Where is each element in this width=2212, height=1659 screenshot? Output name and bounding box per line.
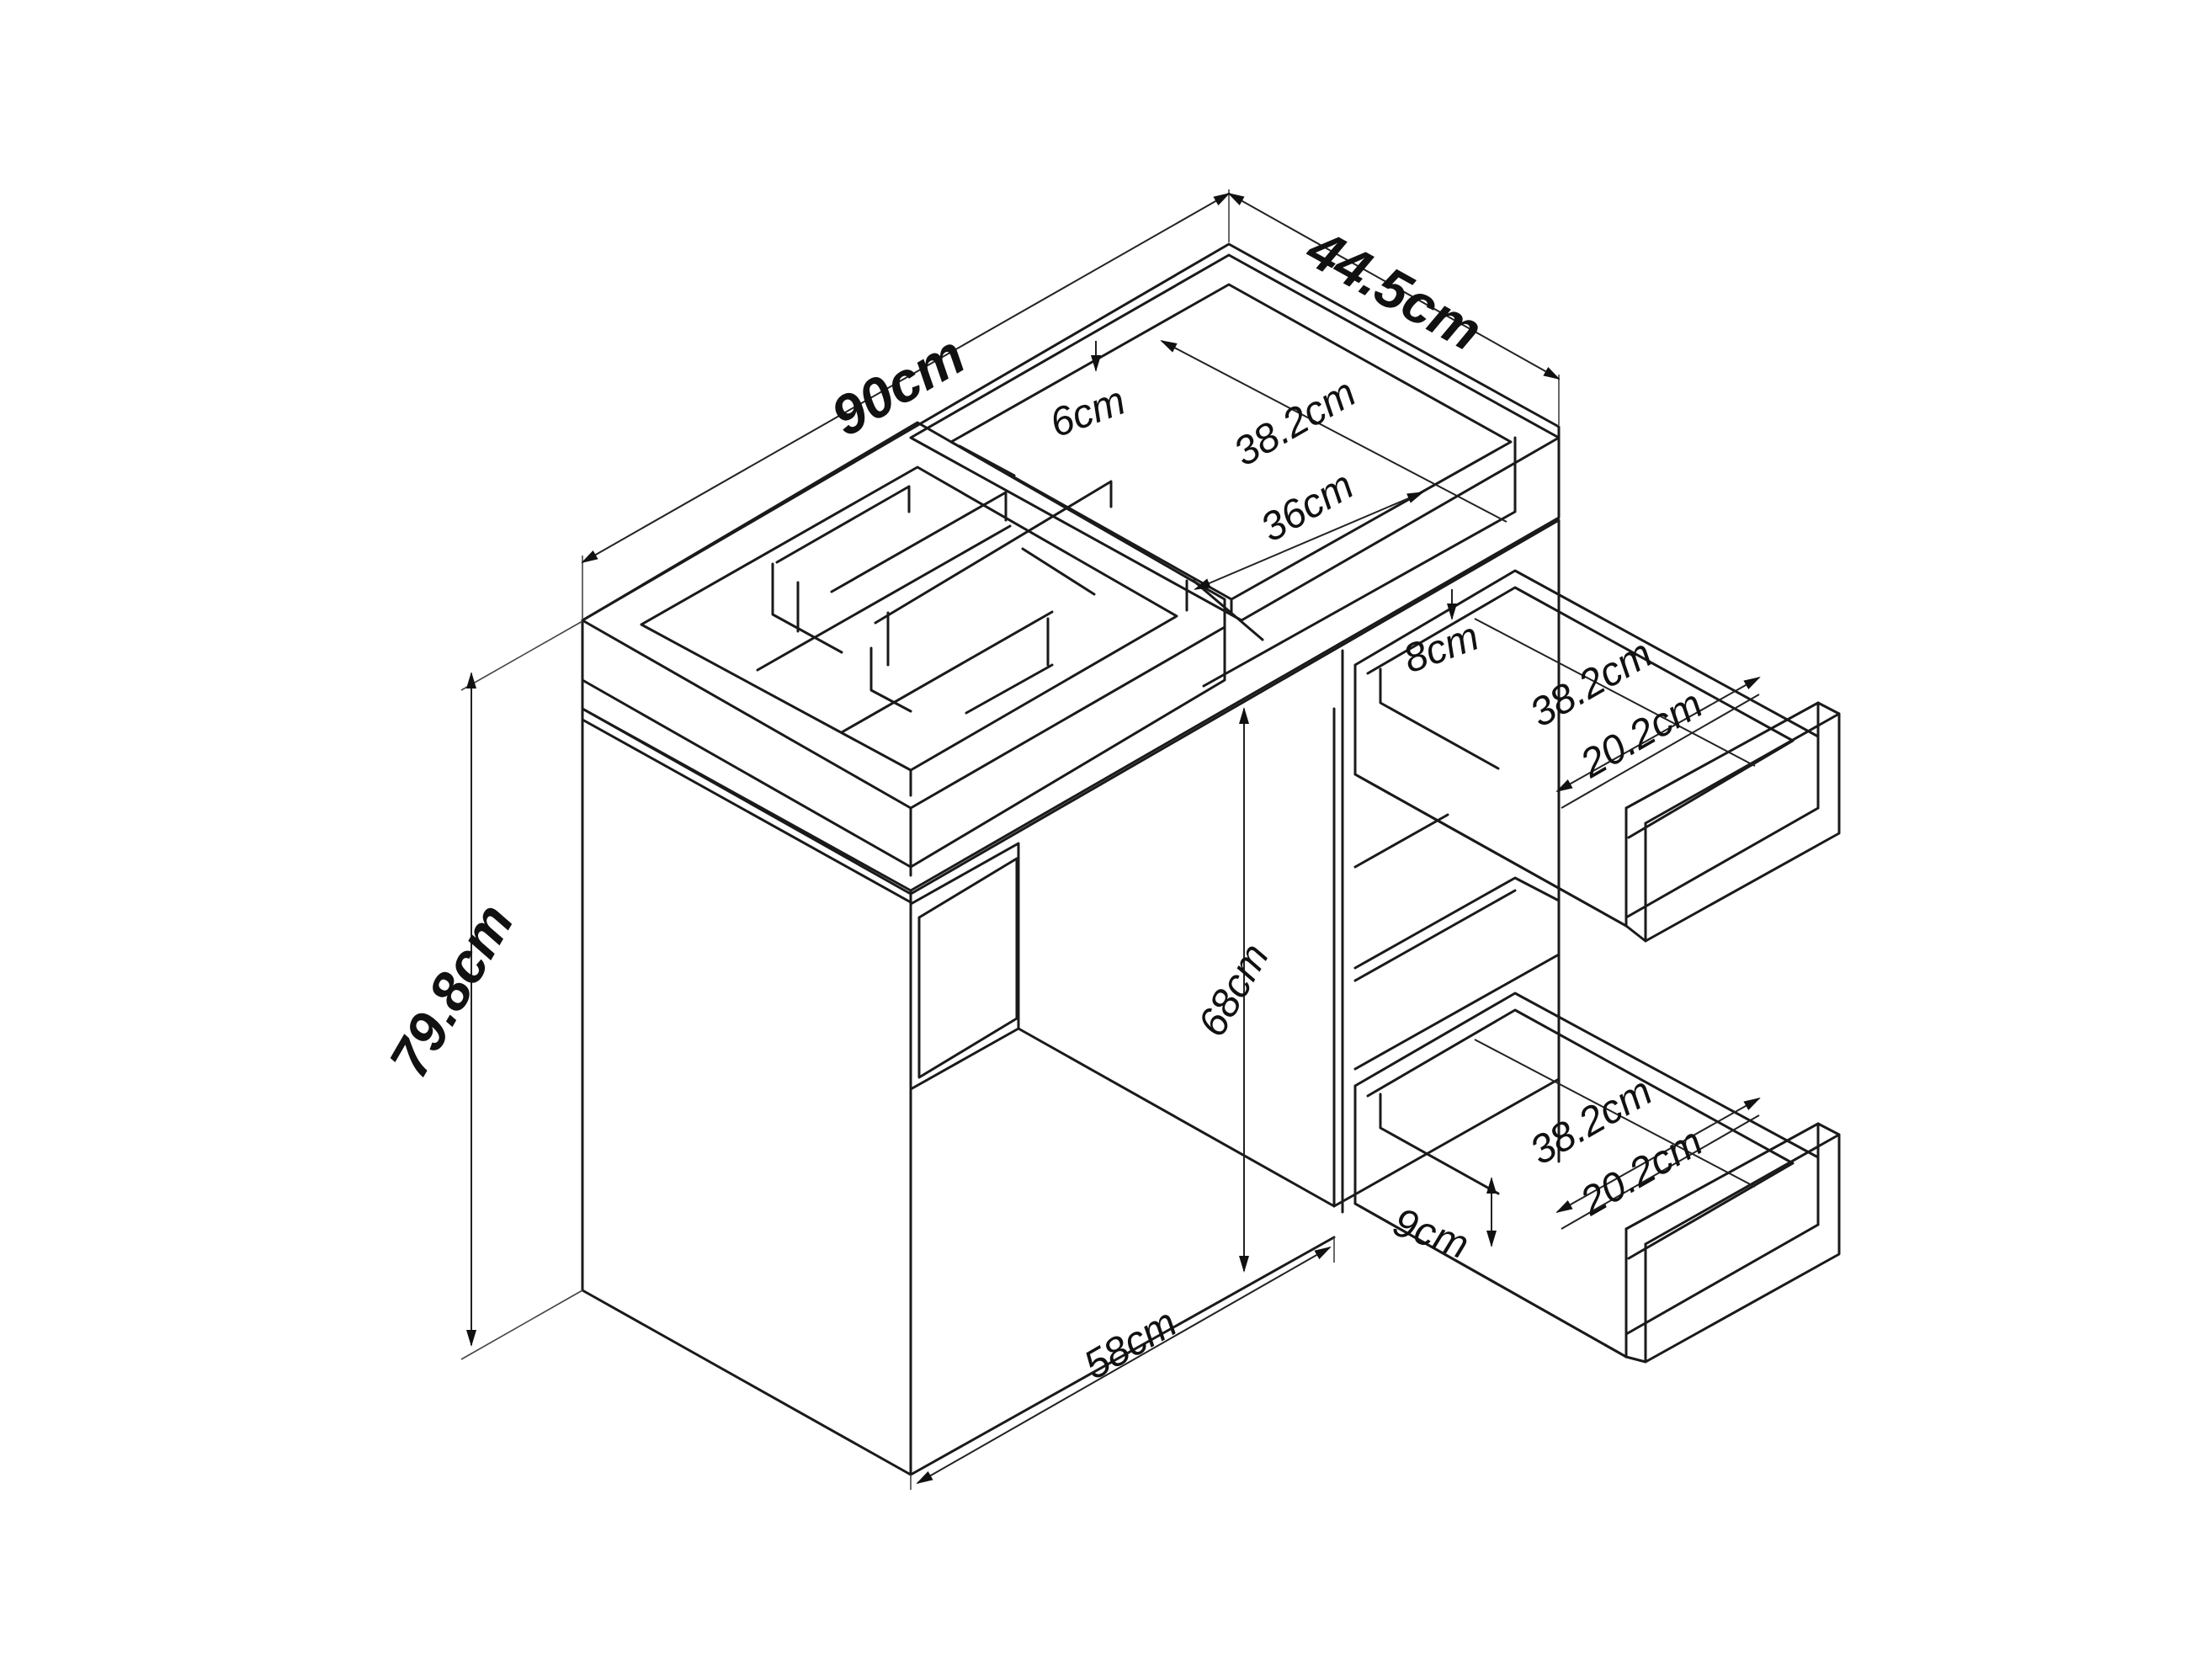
tray-depth-label: 6cm xyxy=(1045,379,1131,447)
depth-label: 44.5cm xyxy=(1295,216,1492,363)
dimension-labels: 90cm 44.5cm 79.8cm 68cm 58cm 6cm 38.2cm … xyxy=(377,216,1710,1389)
width-label: 90cm xyxy=(821,323,975,448)
dimension-lines xyxy=(460,189,1761,1490)
furniture-body xyxy=(581,242,1561,1476)
knee-width-label: 58cm xyxy=(1077,1300,1184,1389)
height-label: 79.8cm xyxy=(377,893,525,1087)
organiser-tray xyxy=(581,421,1226,877)
top-compartment-depth-label: 36cm xyxy=(1253,463,1361,551)
knee-height-label: 68cm xyxy=(1190,936,1279,1044)
lower-drawer-height-label: 9cm xyxy=(1387,1200,1474,1268)
upper-drawer-height-label: 8cm xyxy=(1398,614,1485,683)
